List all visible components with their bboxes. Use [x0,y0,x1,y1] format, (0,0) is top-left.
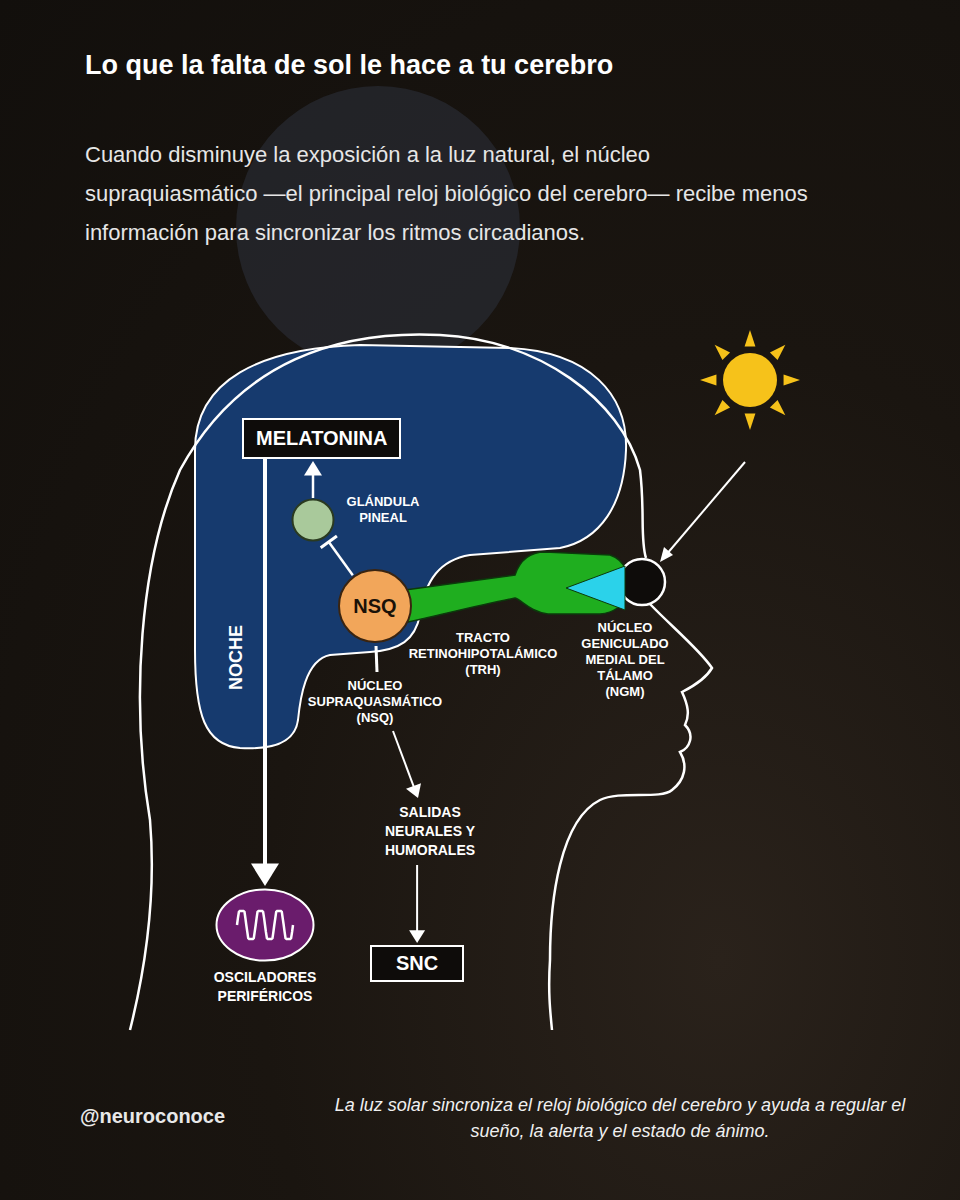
oscillator-ellipse [217,890,314,961]
connector [321,536,353,575]
peripheral-oscillator: OSCILADORES PERIFÉRICOS [215,888,315,962]
connector-line [263,459,267,866]
node-caption: OSCILADORES PERIFÉRICOS [200,968,330,1006]
head-outline [130,334,712,1030]
retina-cone [566,566,625,610]
arrowhead [409,930,425,943]
box-label: MELATONINA [256,427,387,450]
sun-ray [745,330,756,346]
arrowhead [251,864,279,886]
gland-circle [293,500,334,541]
nsq-abbrev: NSQ [337,568,413,644]
handle-watermark: @neuroconoce [80,1105,225,1128]
retinohypothalamic-tract [405,552,628,622]
connector [393,731,421,798]
intro-text: Cuando disminuye la exposición a la luz … [85,135,825,252]
light-arrow [666,462,745,555]
connector-line [329,542,353,575]
connector [251,459,279,886]
page-title: Lo que la falta de sol le hace a tu cere… [85,50,613,81]
sun-ray [715,345,730,360]
sun-ray [715,400,730,415]
sun-ray [700,375,716,386]
nsq-stem [376,646,377,672]
sun-ray [770,400,785,415]
sun-ray [784,375,800,386]
nsq-full-name: NÚCLEO SUPRAQUASMÁTICO (NSQ) [300,678,450,726]
nsq-nucleus: NSQ NÚCLEO SUPRAQUASMÁTICO (NSQ) [300,568,450,726]
caption: La luz solar sincroniza el reloj biológi… [310,1092,930,1144]
node-label: SALIDAS NEURALES Y HUMORALES [375,803,485,860]
box-label: SNC [396,952,438,975]
nsq-circle-wrap: NSQ [337,568,413,644]
arrowhead [406,783,421,798]
sun-ray [770,345,785,360]
eye [619,559,665,605]
connector-line [416,865,418,932]
connector [304,461,322,498]
light-arrowhead [660,547,673,562]
node-caption: GLÁNDULA PINEAL [338,494,428,526]
melatonin-box: MELATONINA [242,418,401,459]
node-shape [215,888,315,962]
moon-icon [801,428,842,500]
tract-label: TRACTO RETINOHIPOTALÁMICO (TRH) [403,630,563,678]
arrowhead [304,461,322,475]
sun-ray [745,414,756,430]
brain-region [195,345,626,748]
nucleus-label: NÚCLEO GENICULADO MEDIAL DEL TÁLAMO (NGM… [577,620,673,700]
cns-box: SNC [370,945,464,982]
connector-line [312,473,315,498]
node-shape [291,498,335,542]
pineal-gland: GLÁNDULA PINEAL [291,498,335,542]
night-label: NOCHE [226,618,247,698]
sun-icon [700,330,800,430]
oscillation-wave [237,911,293,939]
connector [409,865,425,943]
connector-line [393,731,414,788]
outputs-text: SALIDAS NEURALES Y HUMORALES [375,803,485,860]
